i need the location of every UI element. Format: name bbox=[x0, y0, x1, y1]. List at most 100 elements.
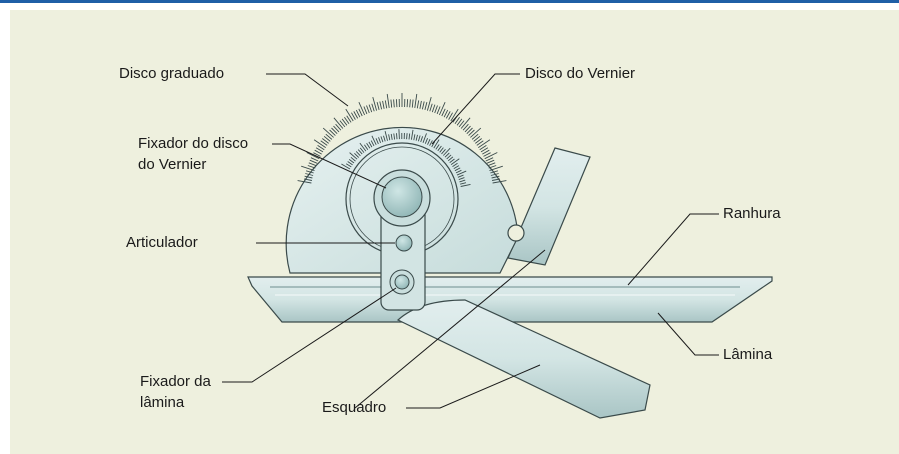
vernier-tick bbox=[446, 154, 452, 160]
scale-ticks bbox=[297, 93, 507, 187]
vernier-tick bbox=[370, 140, 375, 147]
vernier-tick bbox=[368, 141, 373, 148]
scale-tick bbox=[329, 129, 336, 136]
scale-tick bbox=[462, 123, 469, 131]
scale-tick bbox=[445, 111, 451, 119]
scale-tick bbox=[358, 108, 363, 117]
vernier-tick bbox=[408, 133, 411, 140]
vernier-tick bbox=[366, 143, 371, 149]
scale-tick bbox=[325, 133, 333, 140]
scale-tick bbox=[301, 165, 315, 172]
scale-tick bbox=[320, 140, 328, 146]
scale-tick bbox=[335, 123, 342, 131]
scale-tick bbox=[353, 111, 359, 119]
scale-tick bbox=[490, 170, 499, 174]
scale-tick bbox=[479, 145, 487, 151]
label-articulador: Articulador bbox=[126, 234, 198, 251]
scale-tick bbox=[376, 101, 380, 111]
vernier-tick bbox=[431, 141, 436, 148]
leader-disco-vernier bbox=[431, 73, 520, 145]
scale-tick bbox=[372, 96, 378, 111]
label-fixador-disco-2: do Vernier bbox=[138, 156, 207, 173]
vernier-tick bbox=[444, 152, 450, 158]
scale-tick bbox=[363, 106, 368, 115]
scale-tick bbox=[464, 125, 471, 133]
scale-tick bbox=[411, 99, 414, 108]
scale-tick bbox=[456, 118, 463, 126]
vernier-tick bbox=[449, 158, 455, 163]
scale-tick bbox=[438, 102, 446, 116]
scale-tick bbox=[431, 104, 436, 113]
scale-tick bbox=[443, 109, 449, 118]
scale-tick bbox=[341, 118, 348, 126]
scale-tick bbox=[436, 106, 441, 115]
scale-tick bbox=[310, 157, 319, 162]
label-ranhura: Ranhura bbox=[723, 205, 781, 222]
scale-tick bbox=[429, 103, 433, 112]
vernier-tick bbox=[390, 133, 393, 140]
leader-lamina bbox=[657, 312, 719, 356]
scale-tick bbox=[345, 108, 354, 122]
scale-tick bbox=[491, 175, 500, 179]
vernier-tick bbox=[398, 129, 400, 140]
vernier-tick bbox=[354, 152, 360, 158]
scale-tick bbox=[307, 165, 316, 169]
scale-tick bbox=[489, 165, 503, 172]
scale-tick bbox=[454, 117, 460, 125]
label-fixador-lamina-2: lâmina bbox=[140, 394, 185, 411]
scale-tick bbox=[487, 162, 496, 167]
label-lamina: Lâmina bbox=[723, 346, 773, 363]
vernier-tick bbox=[393, 133, 396, 140]
vernier-tick bbox=[460, 183, 471, 187]
scale-tick bbox=[416, 100, 420, 109]
scale-tick bbox=[386, 93, 390, 108]
vernier-tick bbox=[384, 130, 388, 141]
vernier-tick bbox=[429, 140, 433, 146]
vernier-tick bbox=[452, 162, 458, 167]
scale-tick bbox=[314, 149, 322, 155]
vernier-tick bbox=[417, 135, 421, 142]
vernier-tick bbox=[357, 149, 363, 155]
scale-tick bbox=[346, 115, 352, 123]
vernier-tick bbox=[355, 151, 361, 157]
scale-tick bbox=[322, 127, 334, 138]
scale-tick bbox=[339, 120, 346, 128]
articulator-pin bbox=[395, 234, 413, 252]
scale-tick bbox=[406, 99, 409, 108]
scale-tick bbox=[395, 99, 398, 108]
scale-tick bbox=[384, 100, 388, 109]
vernier-tick bbox=[415, 134, 418, 141]
scale-tick bbox=[323, 135, 331, 142]
blade-lock bbox=[394, 274, 410, 290]
vernier-tick bbox=[410, 129, 414, 140]
vernier-tick bbox=[456, 170, 467, 176]
vernier-tick bbox=[396, 133, 398, 140]
scale-tick bbox=[486, 159, 495, 164]
leader-esquadro bbox=[406, 364, 541, 409]
scale-tick bbox=[485, 157, 494, 162]
scale-tick bbox=[313, 139, 326, 148]
scale-tick bbox=[315, 147, 324, 153]
scale-tick bbox=[460, 117, 471, 129]
scale-tick bbox=[471, 133, 479, 140]
vernier-tick bbox=[441, 149, 446, 155]
vernier-lock-knob bbox=[381, 176, 423, 218]
vernier-tick bbox=[454, 167, 461, 172]
label-disco-graduado: Disco graduado bbox=[119, 65, 225, 82]
leader-disco-graduado bbox=[266, 73, 349, 107]
vernier-tick bbox=[406, 133, 408, 140]
scale-tick bbox=[470, 127, 482, 138]
scale-tick bbox=[468, 129, 475, 136]
scale-tick bbox=[308, 162, 317, 167]
vernier-tick bbox=[380, 136, 384, 143]
label-fixador-lamina-1: Fixador da bbox=[140, 373, 211, 390]
scale-tick bbox=[297, 180, 312, 184]
scale-tick bbox=[475, 138, 482, 144]
scale-tick bbox=[421, 101, 425, 110]
scale-tick bbox=[305, 170, 314, 174]
vernier-tick bbox=[345, 163, 352, 168]
scale-tick bbox=[351, 112, 356, 120]
vernier-tick bbox=[459, 182, 467, 185]
vernier-tick bbox=[450, 158, 460, 165]
